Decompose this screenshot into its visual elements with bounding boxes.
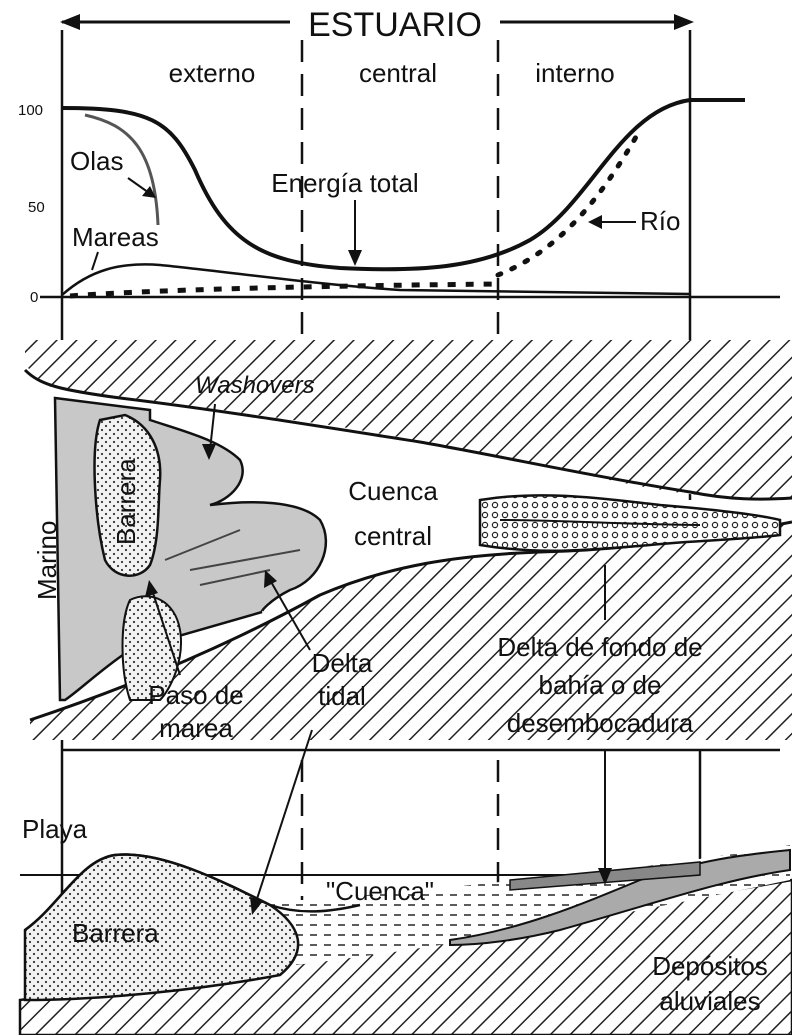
- central-basin-label-2: central: [354, 521, 432, 551]
- axis-tick-50: 50: [28, 199, 45, 216]
- river-energy-curve: [498, 130, 640, 275]
- waves-label: Olas: [70, 146, 123, 176]
- zone-inner-label: interno: [535, 58, 615, 88]
- basin-section-label: "Cuenca": [326, 876, 434, 906]
- total-energy-label: Energía total: [271, 168, 418, 198]
- tidal-delta-label-2: tidal: [318, 681, 366, 711]
- zone-central-label: central: [359, 58, 437, 88]
- alluvial-label-1: Depósitos: [652, 951, 768, 981]
- tides-label: Mareas: [72, 222, 159, 252]
- axis-tick-0: 0: [30, 289, 38, 306]
- axis-tick-100: 100: [18, 102, 43, 119]
- alluvial-label-2: aluviales: [659, 986, 760, 1016]
- zone-outer-label: externo: [169, 58, 256, 88]
- estuary-title: ESTUARIO: [308, 6, 482, 44]
- bayhead-delta-label-3: desembocadura: [507, 708, 694, 738]
- bayhead-delta-label-2: bahía o de: [539, 670, 662, 700]
- bayhead-delta-label-1: Delta de fondo de: [497, 632, 702, 662]
- beach-label: Playa: [22, 814, 88, 844]
- river-label: Río: [640, 206, 680, 236]
- barrier-section: [25, 854, 298, 1000]
- central-basin-label-1: Cuenca: [348, 476, 438, 506]
- plan-view: Washovers Barrera Marino Cuenca central …: [25, 340, 792, 743]
- estuary-header: ESTUARIO: [60, 6, 694, 44]
- barrier-plan-label: Barrera: [111, 458, 141, 545]
- tidal-inlet-label-2: marea: [159, 713, 233, 743]
- washovers-label: Washovers: [195, 372, 315, 399]
- energy-graph: 100 50 0 Olas Energía total Mareas Río: [18, 100, 780, 306]
- tidal-delta-label-1: Delta: [312, 648, 373, 678]
- tidal-inlet-label-1: Paso de: [148, 680, 243, 710]
- marine-label: Marino: [32, 521, 62, 600]
- barrier-section-label: Barrera: [72, 918, 159, 948]
- cross-section: Playa Barrera "Cuenca" Depósitos aluvial…: [20, 730, 792, 1035]
